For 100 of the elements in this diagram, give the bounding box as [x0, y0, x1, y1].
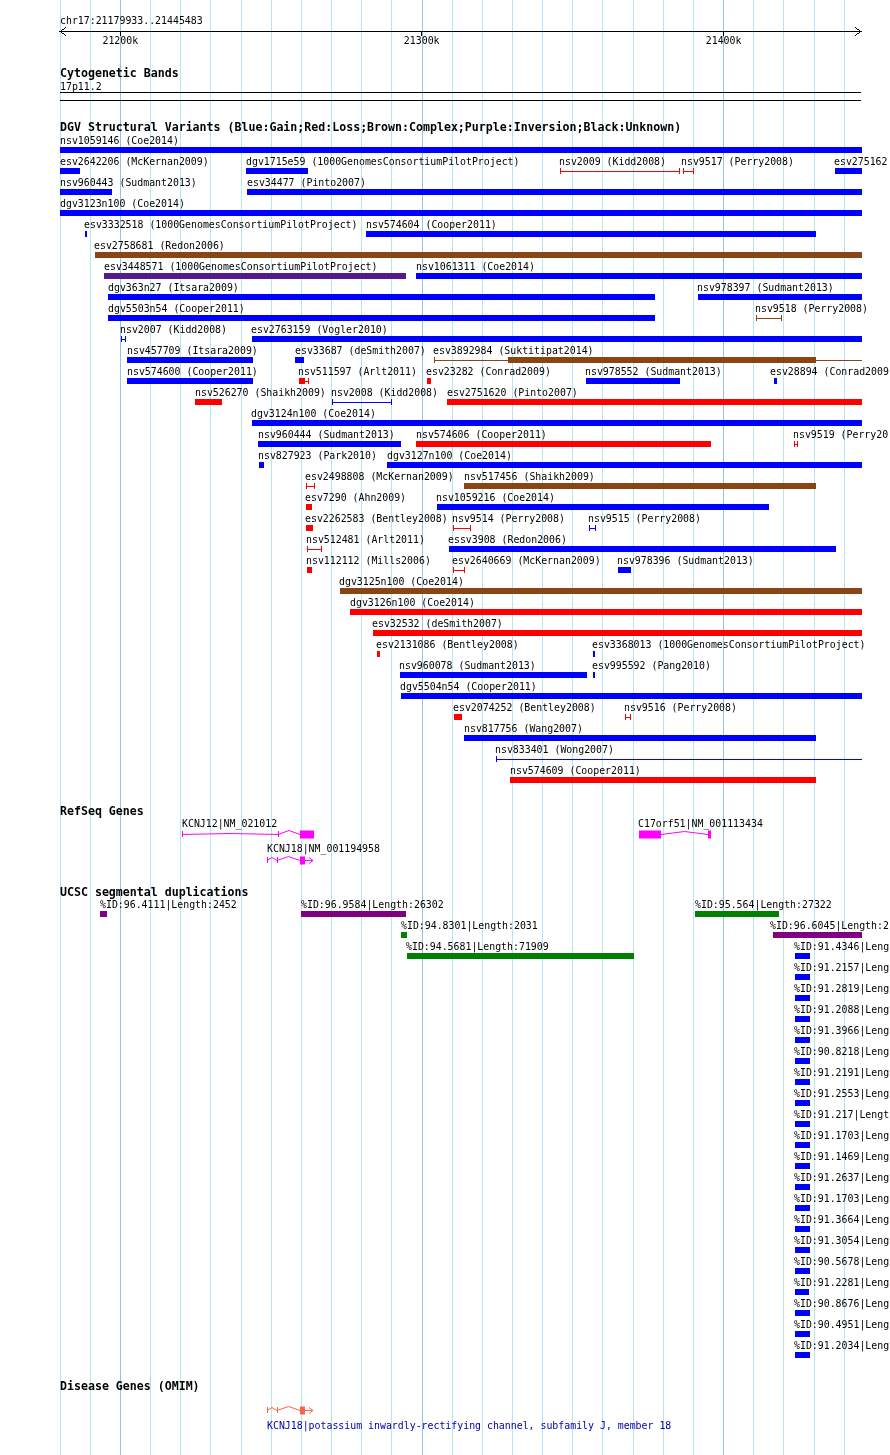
variant-label: essv3908 (Redon2006) [448, 533, 567, 545]
variant-label: nsv1061311 (Coe2014) [416, 260, 535, 272]
duplication-label: %ID:91.1703|Leng [794, 1129, 890, 1141]
track-title: DGV Structural Variants (Blue:Gain;Red:Loss;Brown:Complex;Purple:Inversion;Black:Unknown) [60, 120, 682, 134]
variant-label: nsv511597 (Arlt2011) [298, 365, 417, 377]
gene-label: KCNJ12|NM_021012 [182, 817, 278, 829]
tick-label: 21300k [403, 34, 440, 46]
duplication-label: %ID:91.3054|Leng [794, 1234, 890, 1246]
variant-label: esv28894 (Conrad2009 [770, 365, 889, 377]
variant-label: nsv517456 (Shaikh2009) [464, 470, 595, 482]
variant-label: nsv526270 (Shaikh2009) [195, 386, 326, 398]
variant-label: nsv457709 (Itsara2009) [127, 344, 258, 356]
variant-label: nsv817756 (Wang2007) [464, 722, 583, 734]
variant-label: nsv978397 (Sudmant2013) [697, 281, 834, 293]
variant-label: esv7290 (Ahn2009) [305, 491, 407, 503]
variant-label: esv23282 (Conrad2009) [426, 365, 551, 377]
duplication-label: %ID:95.564|Length:27322 [695, 898, 832, 910]
track-title: Cytogenetic Bands [60, 66, 179, 80]
duplication-label: %ID:91.1469|Leng [794, 1150, 890, 1162]
variant-label: nsv9516 (Perry2008) [624, 701, 737, 713]
tick-label: 21400k [705, 34, 742, 46]
variant-label: nsv512481 (Arlt2011) [306, 533, 425, 545]
duplication-label: %ID:96.6045|Length:2 [770, 919, 889, 931]
duplication-label: %ID:96.9584|Length:26302 [301, 898, 444, 910]
variant-label: nsv960444 (Sudmant2013) [258, 428, 395, 440]
variant-label: esv3892984 (Suktitipat2014) [433, 344, 594, 356]
variant-label: esv3368013 (1000GenomesConsortiumPilotProject) [592, 638, 866, 650]
duplication-label: %ID:91.2034|Leng [794, 1339, 890, 1351]
variant-label: dgv5504n54 (Cooper2011) [400, 680, 537, 692]
band-label: 17p11.2 [60, 80, 102, 92]
disease-gene-link: KCNJ18|potassium inwardly-rectifying channel, subfamily J, member 18 [267, 1419, 672, 1431]
variant-label: esv34477 (Pinto2007) [247, 176, 366, 188]
variant-label: nsv978396 (Sudmant2013) [617, 554, 754, 566]
variant-label: nsv960078 (Sudmant2013) [399, 659, 536, 671]
variant-label: nsv574606 (Cooper2011) [416, 428, 547, 440]
variant-label: esv2758681 (Redon2006) [94, 239, 225, 251]
duplication-label: %ID:91.2157|Leng [794, 961, 890, 973]
variant-label: esv32532 (deSmith2007) [372, 617, 503, 629]
variant-label: dgv3126n100 (Coe2014) [350, 596, 475, 608]
duplication-label: %ID:91.1703|Leng [794, 1192, 890, 1204]
variant-label: dgv363n27 (Itsara2009) [108, 281, 239, 293]
region-label: chr17:21179933..21445483 [60, 14, 203, 26]
variant-label: esv2262583 (Bentley2008) [305, 512, 448, 524]
duplication-label: %ID:91.2281|Leng [794, 1276, 890, 1288]
duplication-label: %ID:90.8676|Leng [794, 1297, 890, 1309]
variant-label: esv2074252 (Bentley2008) [453, 701, 596, 713]
variant-label: esv2131086 (Bentley2008) [376, 638, 519, 650]
duplication-label: %ID:91.2637|Leng [794, 1171, 890, 1183]
variant-label: nsv833401 (Wong2007) [495, 743, 614, 755]
variant-label: esv2751620 (Pinto2007) [447, 386, 578, 398]
variant-label: nsv2008 (Kidd2008) [331, 386, 438, 398]
gene-label: KCNJ18|NM_001194958 [267, 842, 380, 854]
variant-label: nsv574604 (Cooper2011) [366, 218, 497, 230]
duplication-label: %ID:91.2553|Leng [794, 1087, 890, 1099]
track-title: UCSC segmental duplications [60, 885, 249, 899]
variant-label: nsv827923 (Park2010) [258, 449, 377, 461]
duplication-label: %ID:90.4951|Leng [794, 1318, 890, 1330]
duplication-label: %ID:91.217|Lengt [794, 1108, 890, 1120]
duplication-label: %ID:94.8301|Length:2031 [401, 919, 538, 931]
duplication-label: %ID:90.5678|Leng [794, 1255, 890, 1267]
variant-label: esv2498808 (McKernan2009) [305, 470, 454, 482]
variant-label: nsv574609 (Cooper2011) [510, 764, 641, 776]
variant-label: nsv2009 (Kidd2008) [559, 155, 666, 167]
variant-label: esv33687 (deSmith2007) [295, 344, 426, 356]
variant-label: nsv9517 (Perry2008) [681, 155, 794, 167]
variant-label: esv275162 [834, 155, 888, 167]
variant-label: dgv3124n100 (Coe2014) [251, 407, 376, 419]
variant-label: esv3448571 (1000GenomesConsortiumPilotProject) [104, 260, 378, 272]
variant-label: dgv3125n100 (Coe2014) [339, 575, 464, 587]
variant-label: esv2642206 (McKernan2009) [60, 155, 209, 167]
variant-label: nsv960443 (Sudmant2013) [60, 176, 197, 188]
variant-label: dgv5503n54 (Cooper2011) [108, 302, 245, 314]
track-title: Disease Genes (OMIM) [60, 1379, 200, 1393]
variant-label: nsv9515 (Perry2008) [588, 512, 701, 524]
duplication-label: %ID:94.5681|Length:71909 [406, 940, 549, 952]
variant-label: nsv978552 (Sudmant2013) [585, 365, 722, 377]
gene-label: C17orf51|NM_001113434 [638, 817, 763, 829]
variant-label: esv3332518 (1000GenomesConsortiumPilotProject) [84, 218, 358, 230]
duplication-label: %ID:91.3664|Leng [794, 1213, 890, 1225]
variant-label: esv995592 (Pang2010) [592, 659, 711, 671]
variant-label: nsv9518 (Perry2008) [755, 302, 868, 314]
duplication-label: %ID:91.3966|Leng [794, 1024, 890, 1036]
duplication-label: %ID:96.4111|Length:2452 [100, 898, 237, 910]
duplication-label: %ID:91.2819|Leng [794, 982, 890, 994]
variant-label: nsv112112 (Mills2006) [306, 554, 431, 566]
duplication-label: %ID:91.4346|Leng [794, 940, 890, 952]
variant-label: dgv3127n100 (Coe2014) [387, 449, 512, 461]
variant-label: nsv2007 (Kidd2008) [120, 323, 227, 335]
variant-label: esv2640669 (McKernan2009) [452, 554, 601, 566]
variant-label: nsv574600 (Cooper2011) [127, 365, 258, 377]
variant-label: nsv1059146 (Coe2014) [60, 134, 179, 146]
variant-label: dgv3123n100 (Coe2014) [60, 197, 185, 209]
variant-label: nsv9519 (Perry20 [793, 428, 889, 440]
track-title: RefSeq Genes [60, 804, 144, 818]
variant-label: esv2763159 (Vogler2010) [251, 323, 388, 335]
duplication-label: %ID:91.2088|Leng [794, 1003, 890, 1015]
duplication-label: %ID:90.8218|Leng [794, 1045, 890, 1057]
tick-label: 21200k [102, 34, 139, 46]
variant-label: nsv1059216 (Coe2014) [436, 491, 555, 503]
duplication-label: %ID:91.2191|Leng [794, 1066, 890, 1078]
